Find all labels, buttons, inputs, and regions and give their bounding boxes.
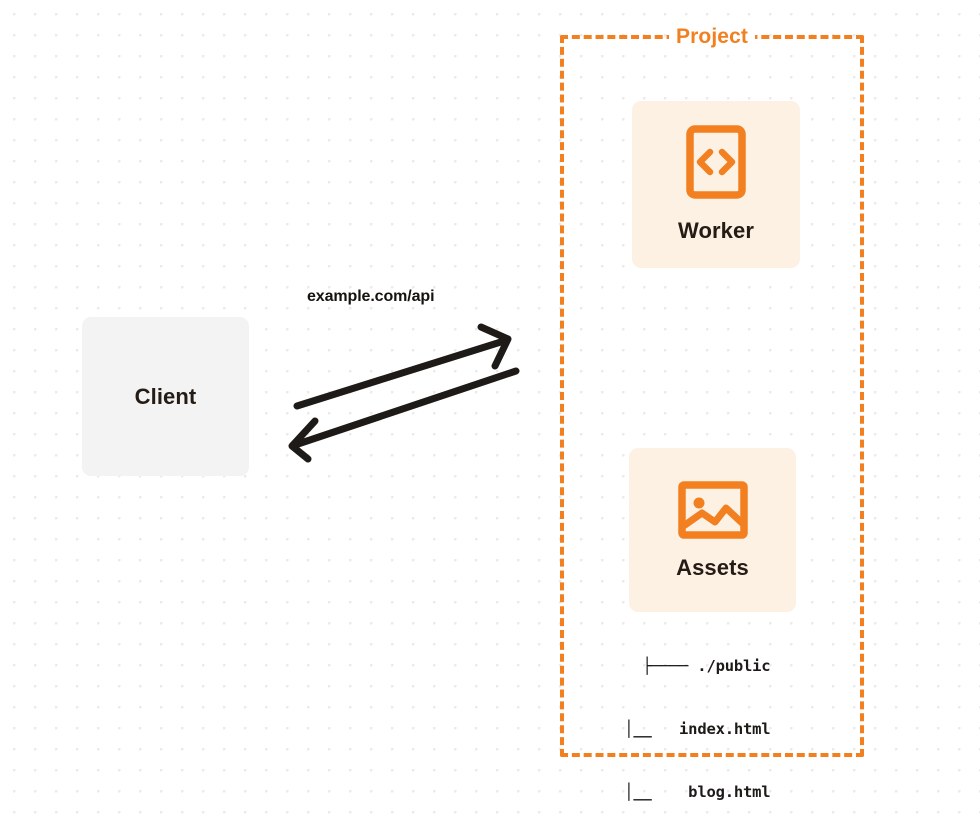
connection-label: example.com/api — [307, 288, 435, 305]
assets-node[interactable]: Assets — [629, 448, 796, 612]
request-arrow — [293, 323, 512, 410]
file-tree-line: │__ index.html — [606, 720, 771, 738]
project-title: Project — [669, 25, 755, 49]
client-node: Client — [82, 317, 249, 476]
asset-file-tree: ├──── ./public │__ index.html │__ blog.h… — [606, 614, 770, 818]
client-label: Client — [134, 383, 197, 409]
file-tree-line: │__ blog.html — [606, 783, 771, 801]
response-arrow — [288, 367, 520, 463]
image-landscape-icon — [677, 480, 748, 545]
worker-node[interactable]: Worker — [632, 101, 800, 268]
worker-label: Worker — [678, 218, 754, 243]
project-container: Project — [560, 25, 864, 757]
file-tree-line: ├──── ./public — [642, 657, 771, 675]
code-brackets-icon — [686, 125, 746, 204]
assets-label: Assets — [676, 554, 749, 580]
